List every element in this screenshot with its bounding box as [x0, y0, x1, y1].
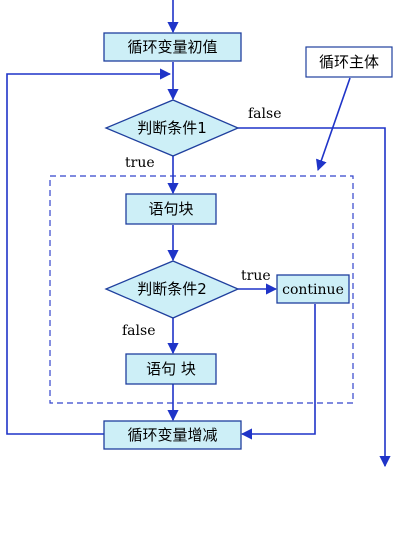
loop-body-frame: [49, 175, 354, 404]
decision-1-label: 判断条件1: [137, 119, 207, 137]
cond2-false-label: false: [122, 323, 155, 339]
loop-body-label-box: 循环主体: [305, 46, 393, 78]
statement-block-2-label: 语句 块: [146, 360, 196, 378]
cond2-true-label: true: [241, 268, 271, 284]
update-node: 循环变量增减: [103, 420, 242, 450]
decision-2: 判断条件2: [104, 260, 240, 319]
cond1-false-label: false: [248, 106, 281, 122]
arrow-loop-back: [6, 68, 172, 435]
init-node: 循环变量初值: [103, 32, 242, 62]
arrow-continue-to-update: [240, 304, 316, 440]
update-node-label: 循环变量增减: [127, 426, 217, 444]
statement-block-1: 语句块: [125, 193, 217, 225]
statement-block-2: 语句 块: [125, 353, 217, 385]
decision-1: 判断条件1: [104, 99, 240, 157]
continue-node-label: continue: [282, 282, 344, 298]
continue-node: continue: [276, 274, 350, 304]
decision-2-label: 判断条件2: [137, 280, 207, 298]
init-node-label: 循环变量初值: [127, 38, 217, 56]
cond1-true-label: true: [125, 155, 155, 171]
arrow-cond1-false: [238, 127, 391, 468]
statement-block-1-label: 语句块: [148, 200, 193, 218]
arrow-loop-body-pointer: [316, 77, 351, 172]
loop-body-label: 循环主体: [319, 53, 379, 71]
